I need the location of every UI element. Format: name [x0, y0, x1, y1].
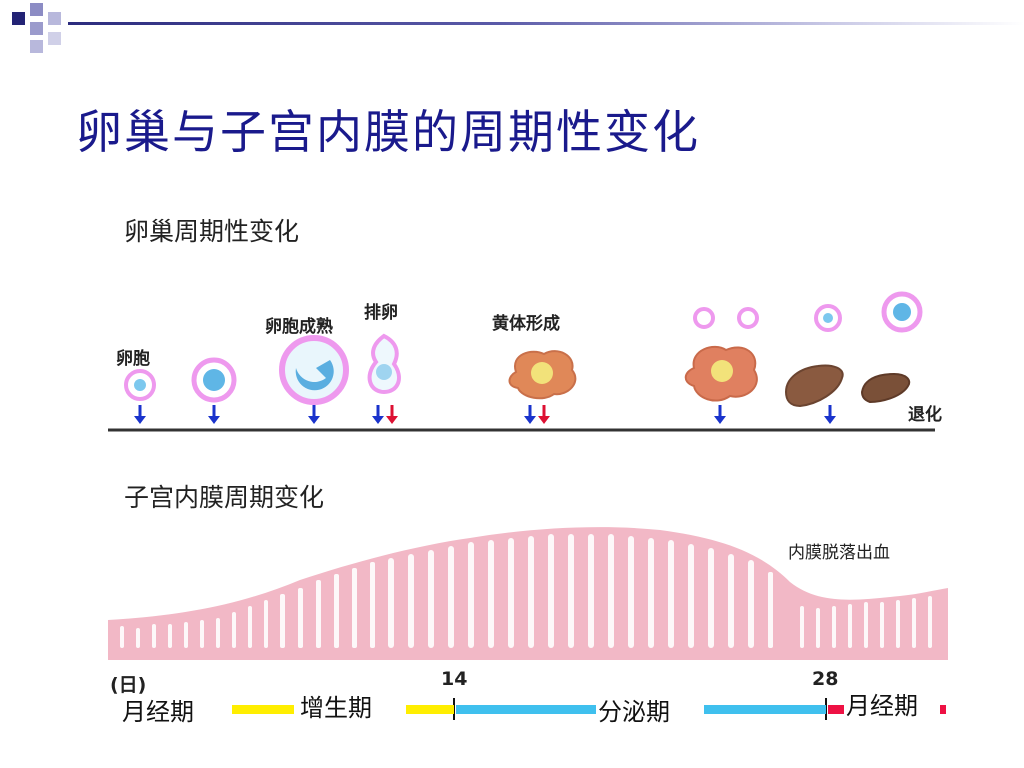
proliferative-bar-right — [406, 705, 454, 714]
follicle-ovulation — [367, 333, 401, 395]
corner-square — [30, 3, 43, 16]
shedding-label: 内膜脱落出血 — [788, 543, 890, 563]
down-arrow — [372, 405, 384, 424]
phase-proliferative: 增生期 — [300, 694, 372, 722]
label-mature: 卵胞成熟 — [265, 317, 333, 337]
corner-square — [48, 32, 61, 45]
down-arrow — [308, 405, 320, 424]
day-14-label: 14 — [441, 668, 468, 690]
corner-square — [30, 40, 43, 53]
label-egg: 卵胞 — [116, 349, 150, 369]
day-unit: (日) — [110, 674, 147, 696]
phase-menstrual-start: 月经期 — [122, 698, 194, 726]
secretory-bar-right — [704, 705, 826, 714]
title-rule — [68, 22, 1024, 25]
red-down-arrow — [386, 405, 398, 424]
corner-square — [48, 12, 61, 25]
endometrium-heading: 子宫内膜周期变化 — [124, 483, 325, 512]
down-arrow — [134, 405, 146, 424]
small-follicles — [693, 291, 923, 333]
menstrual-bar-left — [828, 705, 844, 714]
red-down-arrow — [538, 405, 550, 424]
label-corpus-luteum: 黄体形成 — [492, 314, 560, 334]
ovary-heading: 卵巢周期性变化 — [124, 217, 300, 246]
label-ovulation: 排卵 — [364, 303, 398, 323]
corpus-luteum-mature — [684, 345, 758, 402]
secretory-bar-left — [456, 705, 596, 714]
corpus-albicans — [784, 364, 911, 408]
follicle-growing — [191, 357, 237, 403]
stage-arrows — [134, 405, 836, 424]
phase-menstrual-end: 月经期 — [846, 692, 918, 720]
corpus-luteum — [508, 350, 577, 400]
down-arrow — [824, 405, 836, 424]
down-arrow — [714, 405, 726, 424]
slide-title: 卵巢与子宫内膜的周期性变化 — [76, 105, 700, 159]
menstrual-bar-right — [940, 705, 946, 714]
corner-square — [30, 22, 43, 35]
follicle-mature — [279, 335, 349, 405]
follicle-small — [124, 369, 156, 401]
proliferative-bar-left — [232, 705, 294, 714]
down-arrow — [208, 405, 220, 424]
corner-decoration — [12, 3, 61, 53]
label-regression: 退化 — [908, 405, 942, 425]
phase-secretory: 分泌期 — [598, 698, 670, 726]
down-arrow — [524, 405, 536, 424]
day-28-label: 28 — [812, 668, 839, 690]
corner-square — [12, 12, 25, 25]
